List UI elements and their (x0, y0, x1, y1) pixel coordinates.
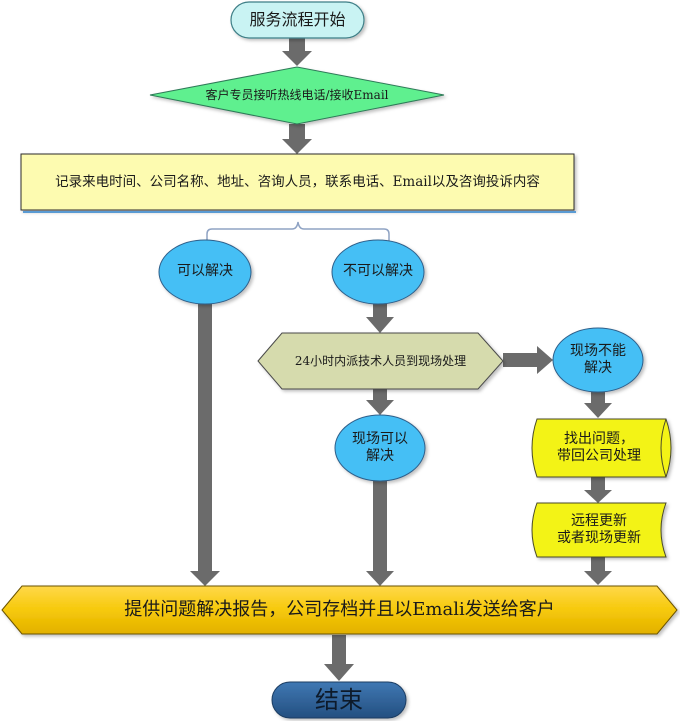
arrow-unsolvable-to-dispatch (366, 304, 394, 333)
start-node (230, 1, 365, 39)
dispatch-node (257, 332, 504, 390)
arrow-dispatch-to-onsite-solved (366, 389, 394, 415)
arrow-report-to-end (324, 635, 354, 681)
take-back-label: 找出问题， 带回公司处理 (557, 430, 641, 465)
update-node (531, 502, 667, 558)
dispatch-label: 24小时内派技术人员到现场处理 (294, 353, 467, 368)
unsolvable-node (331, 239, 425, 305)
onsite-solved-node (334, 414, 426, 482)
record-node (20, 153, 575, 211)
arrow-solvable-to-report (190, 304, 220, 586)
onsite-solved-label: 现场可以 解决 (352, 430, 408, 465)
arrow-take-back-to-update (584, 477, 612, 503)
solvable-node (158, 239, 252, 305)
update-label: 远程更新 或者现场更新 (557, 512, 641, 547)
branch-brace (206, 221, 390, 245)
receive-label: 客户专员接听热线电话/接收Email (205, 87, 389, 102)
end-node (271, 681, 407, 719)
onsite-unsolved-node (552, 327, 644, 393)
report-label: 提供问题解决报告，公司存档并且以Emali发送给客户 (124, 598, 555, 620)
arrow-start-to-receive (282, 38, 312, 66)
solvable-label: 可以解决 (177, 263, 233, 280)
arrow-update-to-report (584, 557, 612, 585)
unsolvable-label: 不可以解决 (343, 263, 413, 280)
arrow-dispatch-to-onsite-unsolved (503, 346, 553, 374)
report-node (1, 585, 678, 635)
arrow-receive-to-record (282, 124, 312, 154)
receive-node (149, 66, 445, 125)
record-label: 记录来电时间、公司名称、地址、咨询人员，联系电话、Email以及咨询投诉内容 (55, 173, 540, 190)
end-label: 结束 (315, 686, 363, 714)
arrow-onsite-unsolved-to-take-back (584, 390, 612, 418)
take-back-node (531, 418, 672, 478)
onsite-unsolved-label: 现场不能 解决 (570, 342, 626, 377)
start-label: 服务流程开始 (249, 10, 346, 29)
arrow-onsite-solved-to-report (366, 480, 394, 586)
